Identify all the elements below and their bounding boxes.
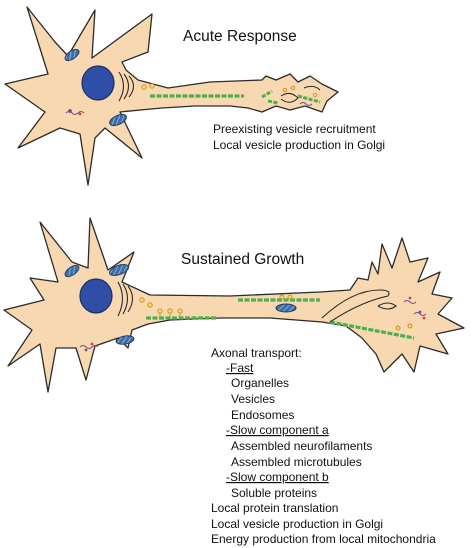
rna-squiggle [299,102,313,106]
slow-a-heading: -Slow component a [226,423,329,437]
vesicle-cargo [279,294,413,331]
mitochondrion [115,335,135,345]
golgi-apparatus [117,281,134,317]
fast-item: Endosomes [231,408,294,422]
golgi-vesicles [141,83,155,90]
rna-squiggle [79,300,427,349]
panel-title: Sustained Growth [181,251,304,268]
mitochondrion [64,264,80,278]
microtubule [267,99,279,105]
nucleus [79,278,113,314]
slow-a-item: Assembled microtubules [231,455,362,469]
fast-item: Organelles [231,376,289,390]
mitochondrion [109,113,127,127]
microtubule [297,94,321,104]
ribosome-dots [84,296,426,352]
golgi-apparatus [118,71,135,102]
microtubule [329,320,415,340]
rna-squiggle [65,109,85,116]
local-item: Energy production from local mitochondri… [211,532,436,546]
fast-heading: -Fast [226,361,254,375]
note-line: Local vesicle production in Golgi [213,138,385,152]
note-line: Preexisting vesicle recruitment [213,122,376,136]
transport-list: Axonal transport: -Fast Organelles Vesic… [211,346,436,546]
neuron-acute: Acute Response Preexisting vesicle recru… [4,6,385,186]
endosome-cluster [282,85,318,98]
nucleus [81,65,115,101]
mitochondrion [275,303,297,313]
slow-b-heading: -Slow component b [226,470,329,484]
growth-cone-membranes [321,289,397,323]
slow-a-item: Assembled neurofilaments [231,439,372,453]
growth-cone-membranes [280,85,321,103]
mitochondrion [108,264,130,276]
golgi-vesicles [139,297,153,308]
neuron-sustained: Sustained Growth [3,217,465,393]
local-item: Local vesicle production in Golgi [211,517,383,531]
mitochondrion [64,48,80,62]
fast-item: Vesicles [231,392,275,406]
local-item: Local protein translation [211,501,338,515]
microtubule [261,89,273,99]
slow-b-item: Soluble proteins [231,486,317,500]
vesicle-row [157,308,183,317]
neuron-sustained-body [3,217,465,393]
panel-title: Acute Response [183,28,297,45]
transport-heading: Axonal transport: [211,346,302,360]
